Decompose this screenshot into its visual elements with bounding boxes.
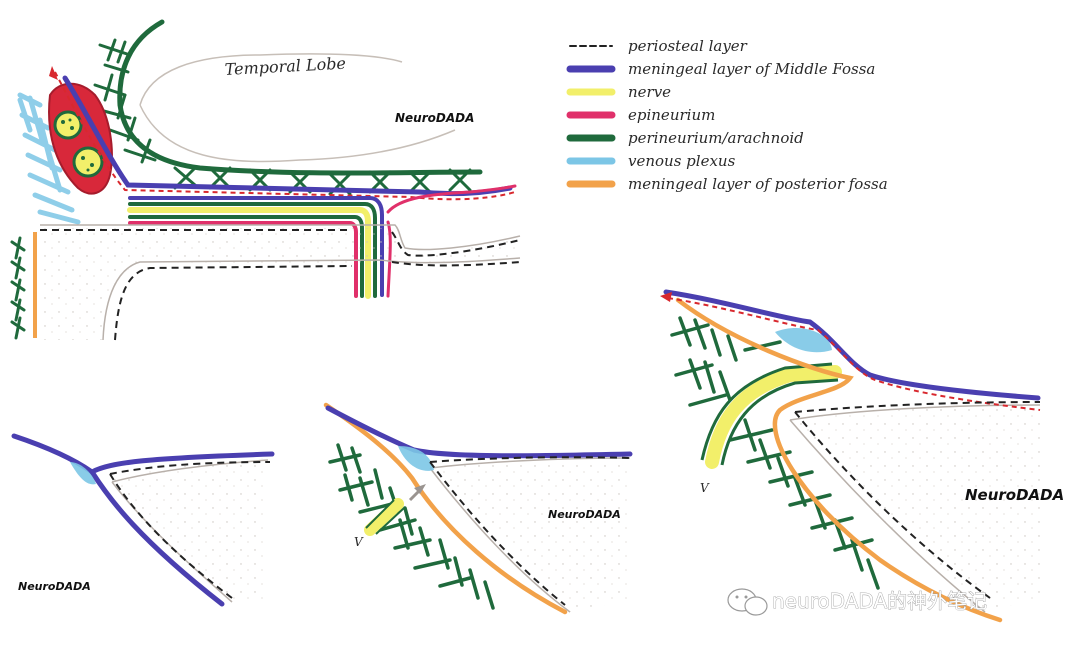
panel-bottom-right: V NeuroDADA bbox=[660, 289, 1064, 623]
arachnoid-curve bbox=[117, 19, 483, 176]
nerve-mark-4: V bbox=[700, 481, 710, 495]
legend-item: meningeal layer of posterior fossa bbox=[566, 175, 888, 193]
watermark-text: neuroDADA的神外笔记 bbox=[772, 589, 987, 613]
legend-label: periosteal layer bbox=[628, 37, 748, 55]
legend-item: perineurium/arachnoid bbox=[566, 129, 804, 147]
brand-label-3: NeuroDADA bbox=[548, 508, 621, 521]
legend-item: meningeal layer of Middle Fossa bbox=[566, 60, 875, 78]
temporal-lobe-label: Temporal Lobe bbox=[224, 54, 346, 79]
panel-bottom-left: NeuroDADA bbox=[11, 433, 275, 607]
meningeal-middle-fossa-4 bbox=[663, 289, 1041, 401]
direction-arrowhead-3 bbox=[414, 484, 426, 494]
legend-label: meningeal layer of Middle Fossa bbox=[628, 60, 875, 78]
arachnoid-hatch-3 bbox=[328, 443, 495, 610]
dura-arrow-1 bbox=[54, 71, 516, 201]
venous-plexus-1 bbox=[17, 92, 81, 225]
periosteal-layer-4 bbox=[794, 401, 1041, 599]
meningeal-middle-fossa-2b bbox=[89, 469, 225, 607]
watermark: neuroDADA的神外笔记 bbox=[727, 588, 988, 616]
nerve-border-4a bbox=[700, 362, 833, 461]
temporal-lobe-outline bbox=[139, 53, 456, 163]
periosteal-layer-2 bbox=[109, 461, 271, 599]
brand-label-4: NeuroDADA bbox=[965, 486, 1064, 504]
legend-label: nerve bbox=[628, 83, 671, 101]
panel-bottom-center: V NeuroDADA bbox=[323, 402, 633, 615]
nerve-fascicle-1 bbox=[53, 110, 83, 140]
posterior-hatch-1 bbox=[10, 236, 26, 340]
legend-item: periosteal layer bbox=[569, 37, 748, 55]
venous-plexus-3 bbox=[398, 446, 434, 471]
arachnoid-hatch-4 bbox=[670, 316, 880, 590]
nerve-fascicle-2 bbox=[72, 146, 104, 178]
legend-label: meningeal layer of posterior fossa bbox=[628, 175, 888, 193]
nerve-border-3 bbox=[365, 499, 405, 535]
venous-plexus-2 bbox=[70, 462, 96, 485]
meningeal-middle-fossa-3 bbox=[325, 405, 633, 459]
brand-label-2: NeuroDADA bbox=[18, 580, 91, 593]
panel-middle-fossa-overview: Temporal Lobe bbox=[10, 19, 521, 341]
legend-item: nerve bbox=[566, 83, 671, 101]
legend-item: venous plexus bbox=[566, 152, 736, 170]
legend-label: venous plexus bbox=[628, 152, 736, 170]
nerve-mark-3: V bbox=[354, 535, 364, 549]
bone-wedge-4 bbox=[790, 405, 1040, 610]
periosteal-layer-1 bbox=[40, 229, 521, 341]
meningeal-posterior-4 bbox=[675, 297, 1003, 623]
venous-plexus-4 bbox=[775, 328, 832, 353]
meningeal-middle-fossa-2 bbox=[11, 433, 275, 475]
petrous-bone-1 bbox=[40, 228, 520, 340]
nerve-3 bbox=[364, 498, 404, 536]
dura-arrowhead-4 bbox=[660, 292, 672, 302]
legend-label: perineurium/arachnoid bbox=[628, 129, 804, 147]
legend-label: epineurium bbox=[628, 106, 715, 124]
bone-wedge-3 bbox=[430, 458, 630, 612]
periosteal-layer-3 bbox=[429, 456, 631, 606]
wechat-icon bbox=[727, 588, 768, 616]
arachnoid-hatch bbox=[93, 38, 472, 196]
bone-outline-1 bbox=[40, 224, 521, 341]
legend-item: epineurium bbox=[566, 106, 715, 124]
brand-label-1: NeuroDADA bbox=[395, 111, 474, 125]
nerve-4 bbox=[705, 365, 842, 469]
nerve-border-4b bbox=[720, 378, 839, 466]
dura-arrowhead-1 bbox=[49, 66, 58, 80]
bone-wedge-2 bbox=[110, 458, 268, 600]
legend: periosteal layer meningeal layer of Middl… bbox=[566, 37, 888, 193]
